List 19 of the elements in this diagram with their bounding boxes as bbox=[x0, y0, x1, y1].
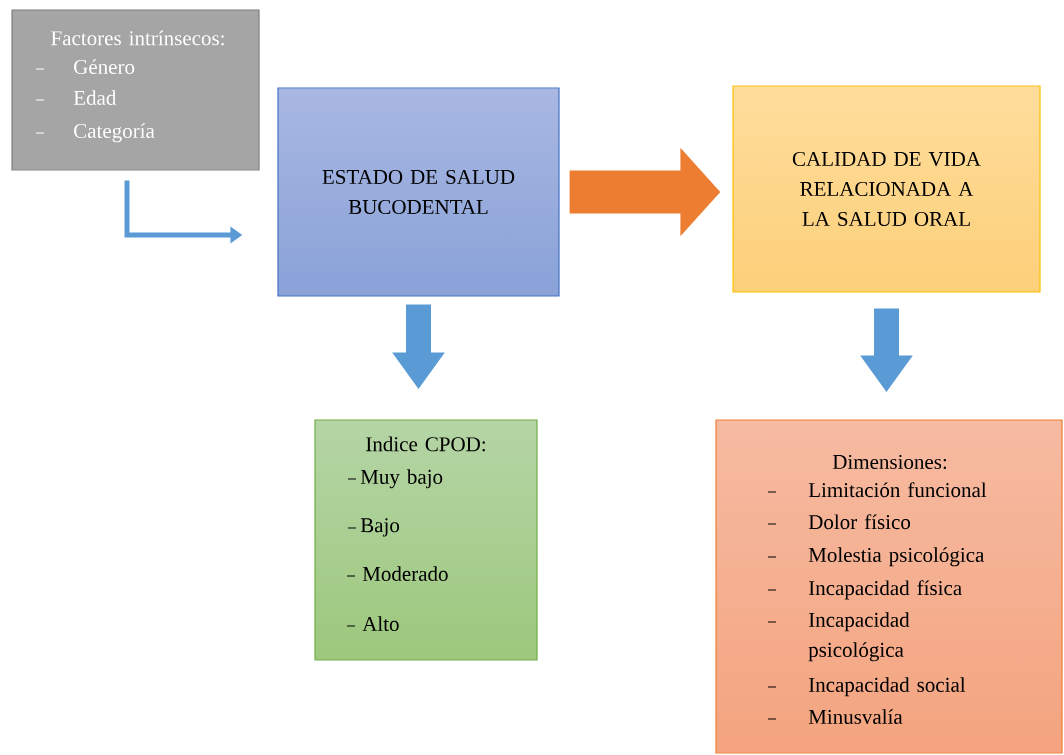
list-item: Categoría bbox=[74, 123, 155, 143]
list-item: Molestia psicológica bbox=[808, 547, 985, 567]
list-item: Moderado bbox=[362, 566, 448, 581]
list-item: Incapacidad social bbox=[808, 677, 966, 697]
process-box: CALIDAD DE VIDA RELACIONADA A LA SALUD ORAL bbox=[732, 85, 1041, 293]
process-box: ESTADO DE SALUD BUCODENTAL bbox=[277, 87, 560, 297]
list-item: Minusvalía bbox=[808, 709, 903, 724]
box-heading: Factores intrínsecos: bbox=[51, 30, 224, 46]
list-item: Género bbox=[74, 59, 135, 74]
box-heading: Dimensiones: bbox=[832, 454, 947, 470]
list-item: Dolor físico bbox=[808, 514, 911, 530]
list-item: Incapacidad física bbox=[808, 580, 962, 600]
list-item: Muy bajo bbox=[360, 469, 443, 489]
list-item: Bajo bbox=[360, 518, 400, 537]
box-heading: Indice CPOD: bbox=[366, 436, 485, 452]
list-item: Limitación funcional bbox=[808, 482, 987, 498]
list-item: Edad bbox=[73, 90, 117, 105]
list-item: Alto bbox=[362, 616, 399, 631]
list-item: Incapacidad psicológica bbox=[808, 612, 910, 662]
